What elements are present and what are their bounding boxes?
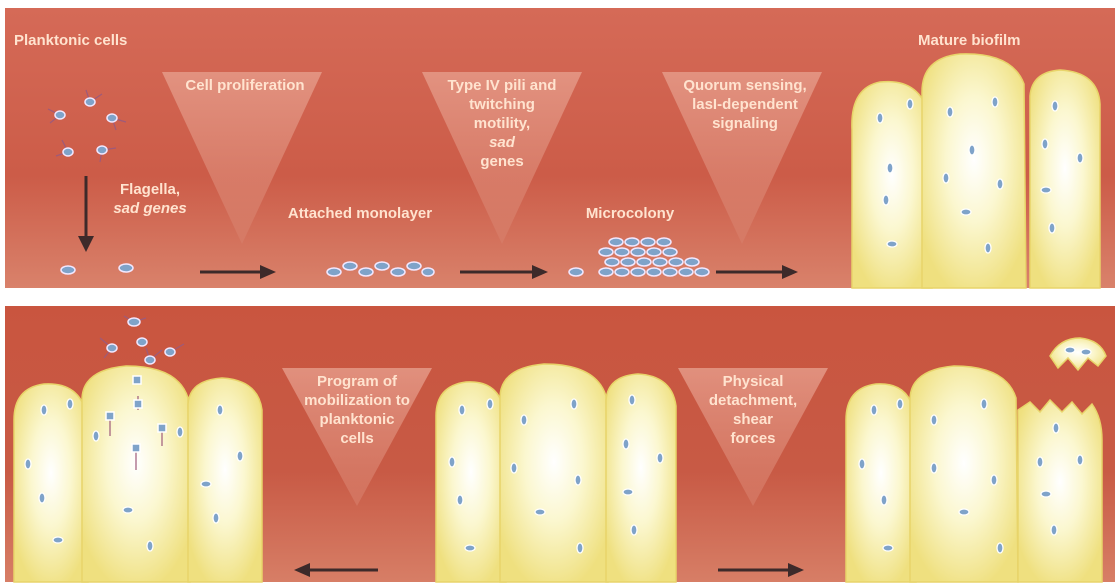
label-attached-monolayer: Attached monolayer (288, 205, 432, 222)
stage-2-line-2: twitching (469, 96, 535, 113)
stage-2-line-1: Type IV pili and (448, 77, 557, 94)
bottom-panel: Program of mobilization to planktonic ce… (5, 306, 1115, 582)
top-panel: Planktonic cells Mature biofilm Cell pro… (5, 8, 1115, 288)
label-planktonic-cells: Planktonic cells (14, 32, 127, 49)
stage-3-line-1: Quorum sensing, (683, 77, 806, 94)
stage-4-line-2: mobilization to (304, 392, 410, 409)
stage-2-line-4: sad (489, 134, 516, 151)
stage-3-line-2: lasI-dependent (692, 96, 798, 113)
stage-4-line-4: cells (340, 430, 373, 447)
stage-5-line-2: detachment, (709, 392, 797, 409)
stage-2-line-3: motility, (474, 115, 530, 132)
stage-5-line-1: Physical (723, 373, 784, 390)
stage-4-line-1: Program of (317, 373, 398, 390)
stage-5-line-4: forces (730, 430, 775, 447)
stage-5-line-3: shear (733, 411, 773, 428)
label-sad-genes: sad genes (113, 200, 186, 217)
label-flagella: Flagella, (120, 181, 180, 198)
label-microcolony: Microcolony (586, 205, 675, 222)
stage-1-line-1: Cell proliferation (185, 77, 304, 94)
label-mature-biofilm: Mature biofilm (918, 32, 1021, 49)
stage-3-line-3: signaling (712, 115, 778, 132)
stage-4-line-3: planktonic (319, 411, 394, 428)
stage-2-line-5: genes (480, 153, 523, 170)
